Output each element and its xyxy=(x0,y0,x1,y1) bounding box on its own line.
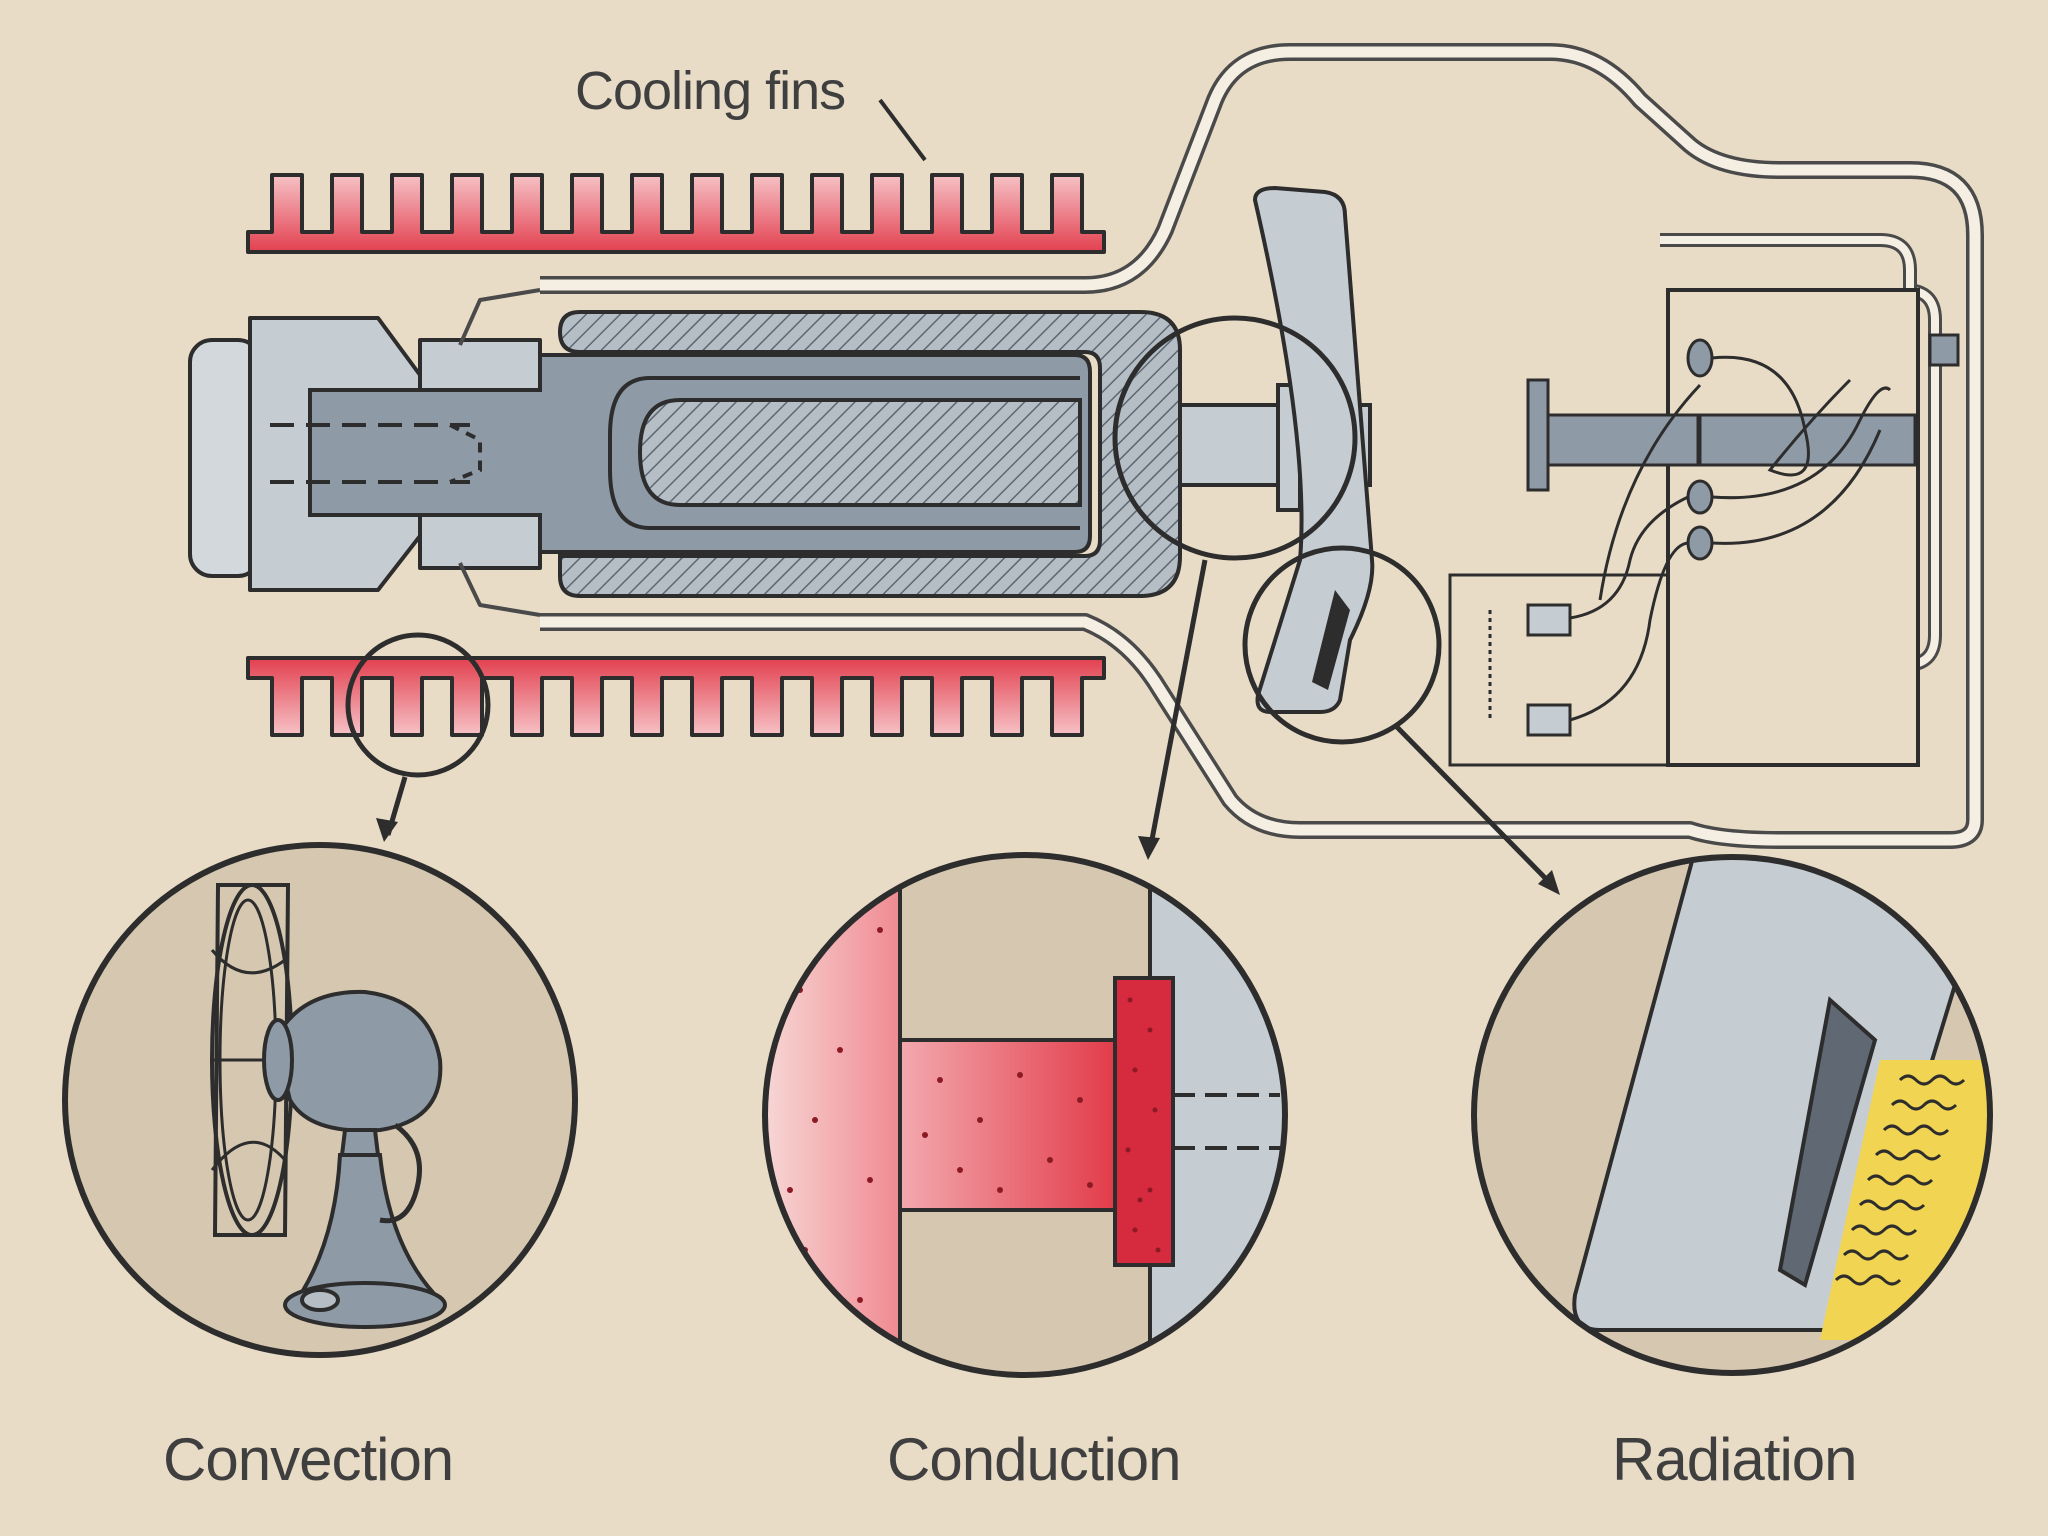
cooling-fins-bottom xyxy=(246,656,1106,737)
target-disc xyxy=(1252,185,1375,714)
radiation-callout-circle xyxy=(1242,545,1442,745)
focal-track xyxy=(1312,590,1350,690)
convection-callout-circle xyxy=(345,632,491,778)
cooling-fins-top xyxy=(246,173,1106,254)
convection-zoom xyxy=(62,842,578,1358)
arrow-heads xyxy=(376,818,1560,895)
stator-box xyxy=(1448,288,1960,767)
cooling-fins-leader xyxy=(878,98,927,162)
cooling-fins-label: Cooling fins xyxy=(575,61,846,121)
conduction-zoom xyxy=(762,852,1288,1378)
radiation-label: Radiation xyxy=(1612,1426,1858,1493)
conduction-label: Conduction xyxy=(887,1426,1182,1493)
radiation-zoom xyxy=(1471,854,1993,1376)
conduction-callout-circle xyxy=(1112,315,1358,561)
convection-label: Convection xyxy=(163,1426,454,1493)
magnifier-marks xyxy=(345,315,1557,890)
